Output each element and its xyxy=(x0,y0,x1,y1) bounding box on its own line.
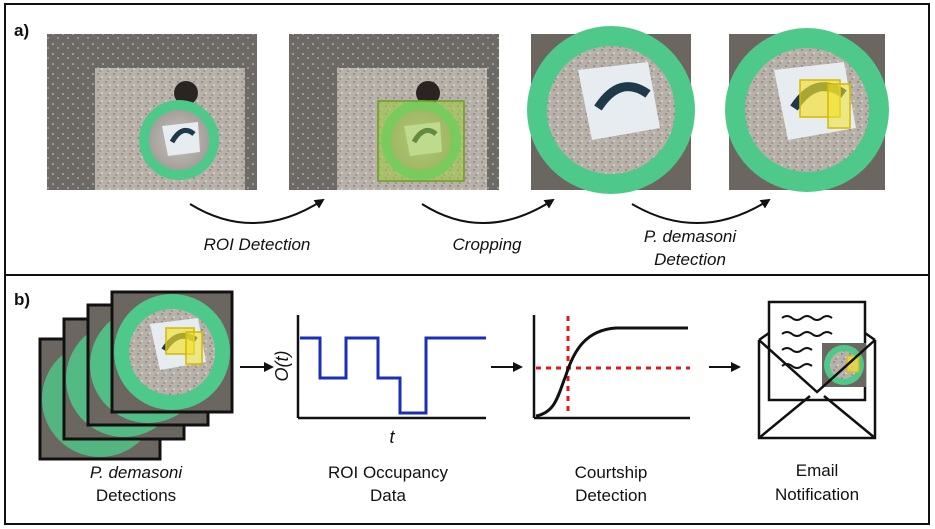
step-label-detection-line1: P. demasoni xyxy=(644,227,738,246)
roi-bounding-box xyxy=(377,100,465,182)
stage-label-detections-line1: P. demasoni xyxy=(90,463,184,482)
panel-b-frame xyxy=(4,274,930,525)
arrow-fish-detection xyxy=(631,198,771,225)
stage-label-courtship-line2: Detection xyxy=(575,486,647,505)
stage-label-occupancy-line2: Data xyxy=(370,486,406,505)
courtship-chart xyxy=(532,315,690,420)
frame-fish-box-2 xyxy=(185,331,203,365)
sigmoid-curve xyxy=(535,326,688,418)
arrow-roi-detection xyxy=(189,198,325,225)
occupancy-ylabel: O(t) xyxy=(272,351,292,382)
step-label-detection-line2: Detection xyxy=(654,250,726,269)
step-label-cropping: Cropping xyxy=(453,235,523,254)
step-label-roi-detection: ROI Detection xyxy=(204,235,311,254)
panel-b-label: b) xyxy=(14,290,30,309)
stage-label-email-line1: Email xyxy=(796,461,839,480)
photo-full-tank xyxy=(47,34,257,190)
occupancy-chart: O(t) t xyxy=(272,315,486,447)
fish-box-2 xyxy=(827,83,851,129)
photo-roi-detection xyxy=(289,34,499,190)
stage-label-email-line2: Notification xyxy=(775,485,859,504)
photo-cropped xyxy=(527,26,695,194)
stage-label-detections-line2: Detections xyxy=(96,486,176,505)
panel-a-label: a) xyxy=(14,21,29,40)
occupancy-step-line xyxy=(300,336,486,415)
arrow-cropping xyxy=(421,198,555,225)
stage-label-occupancy-line1: ROI Occupancy xyxy=(328,463,448,482)
stacked-detection-frames xyxy=(38,290,234,461)
stage-label-courtship-line1: Courtship xyxy=(575,463,648,482)
email-envelope-icon xyxy=(757,300,877,440)
photo-fish-detection xyxy=(725,28,889,192)
occupancy-xlabel: t xyxy=(389,427,395,447)
